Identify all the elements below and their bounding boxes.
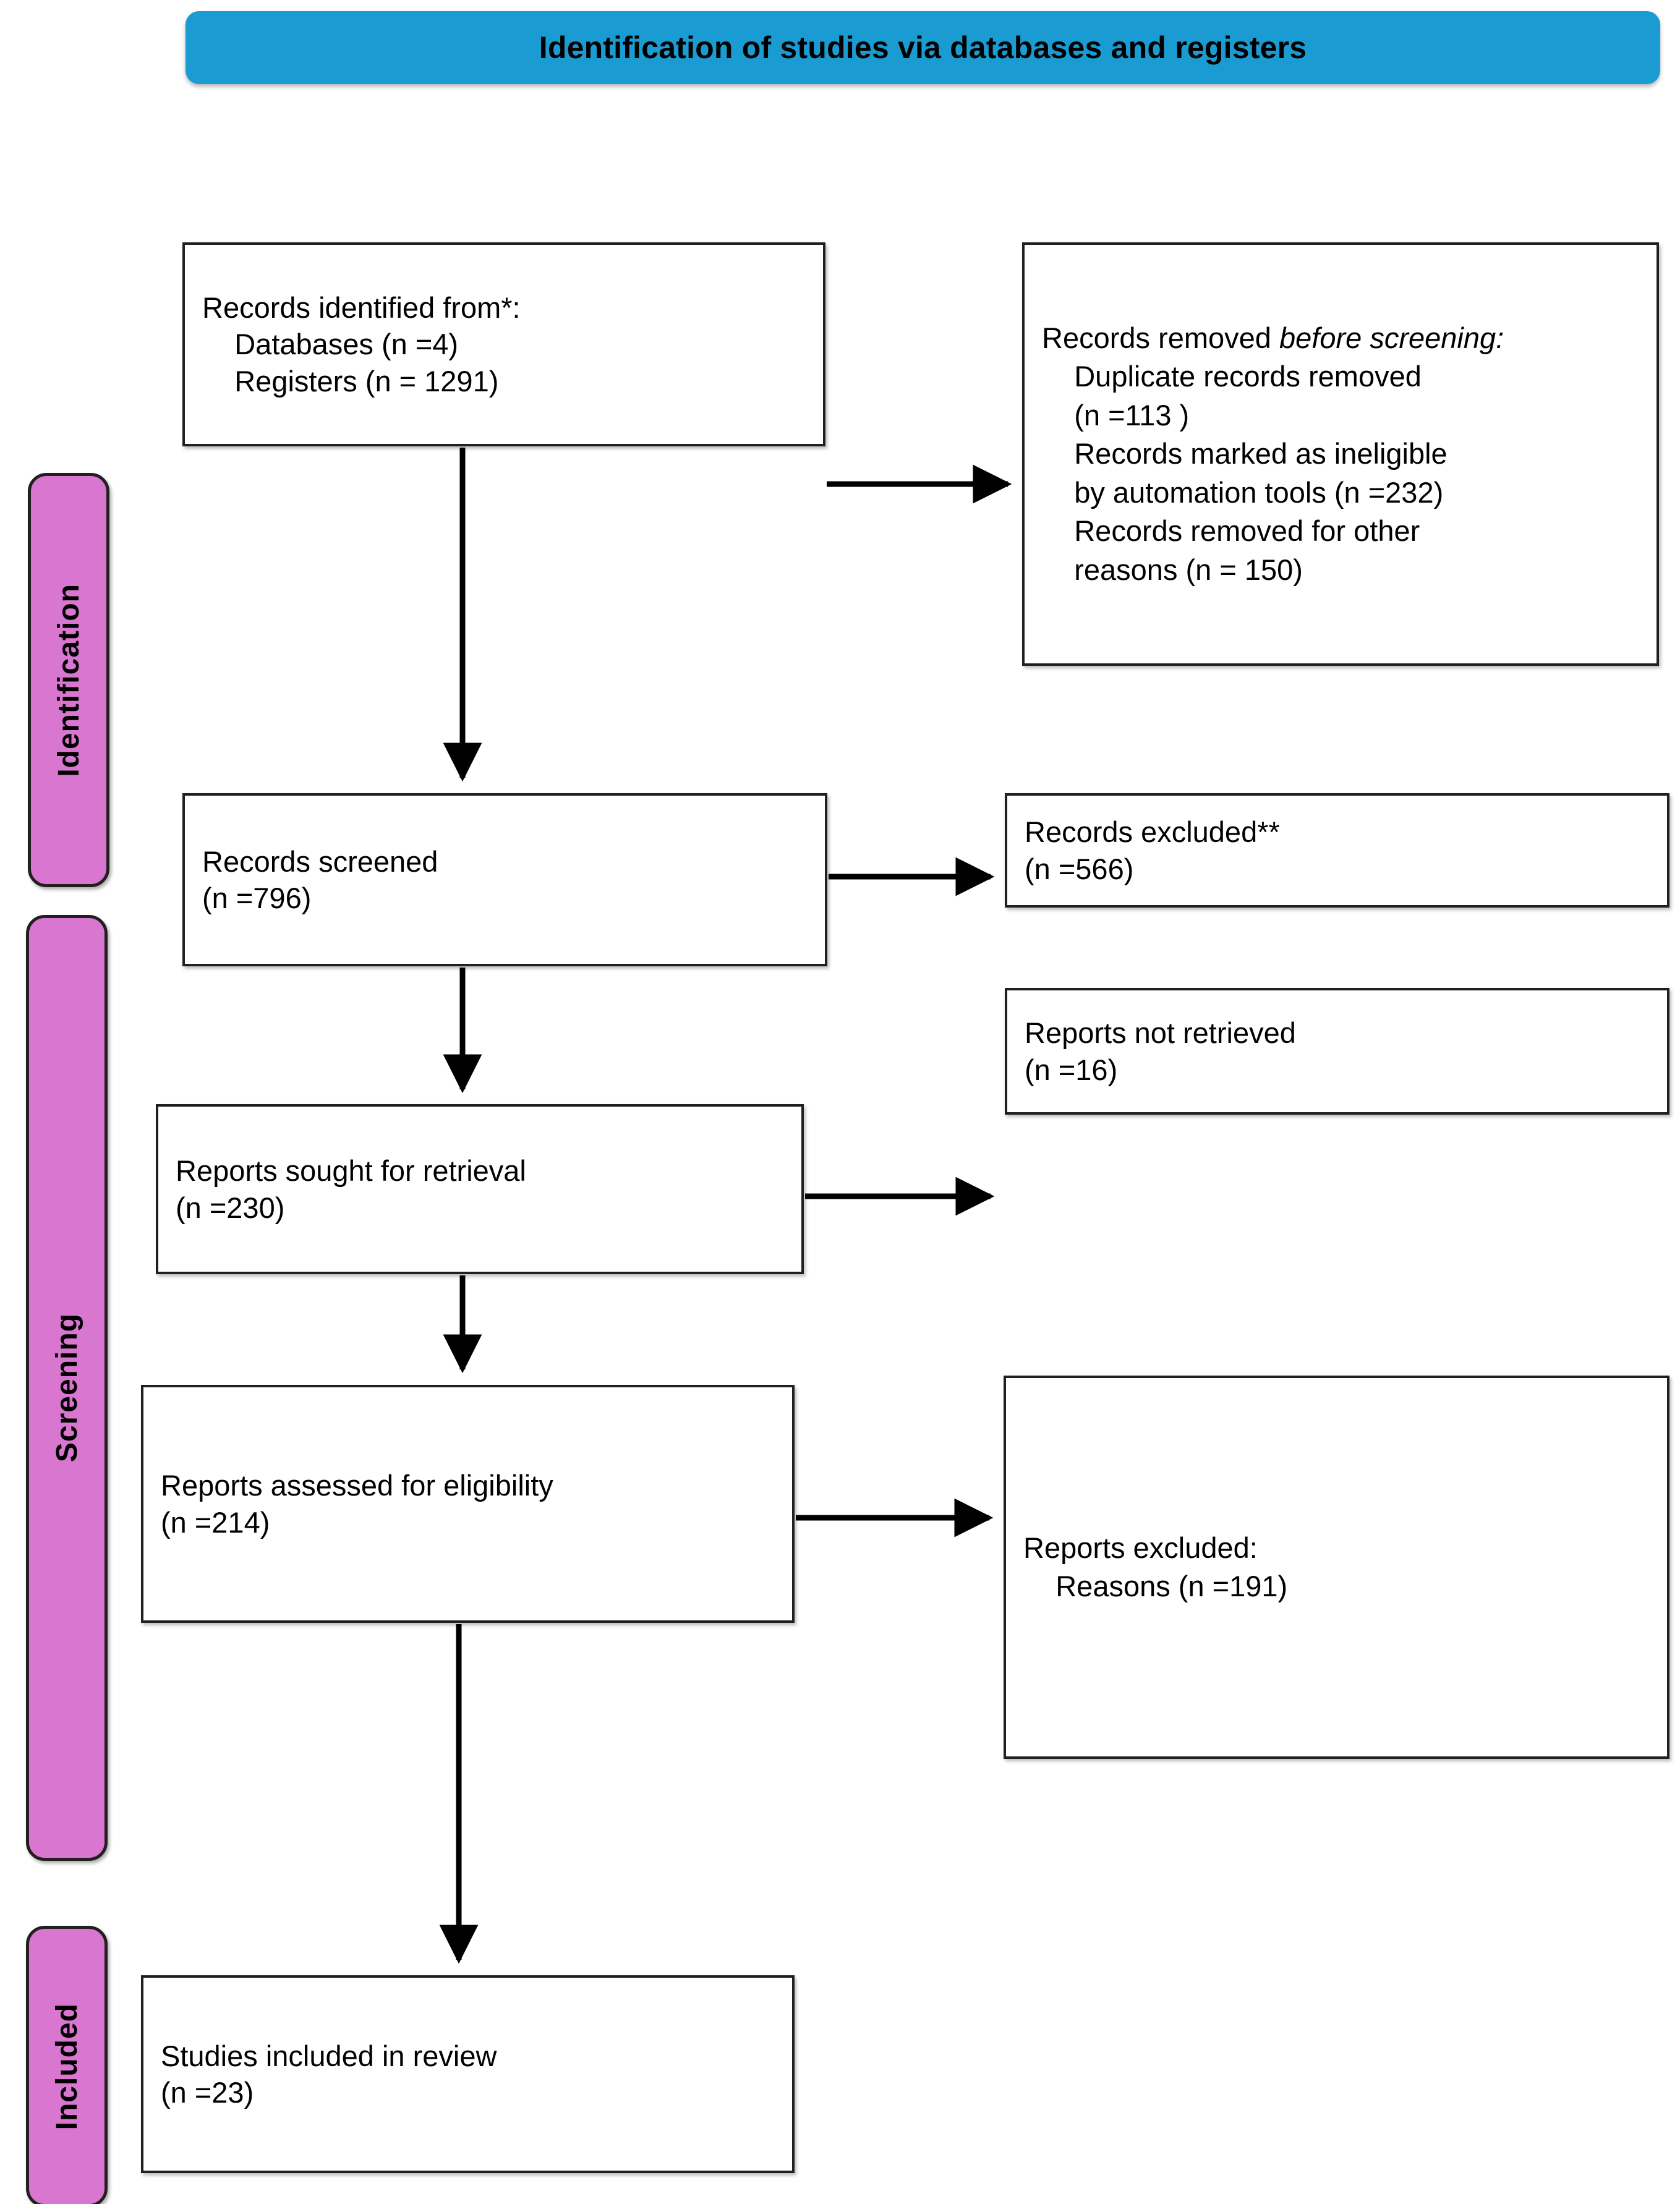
box-studies-included-text: Studies included in review (n =23): [143, 2038, 792, 2111]
box-reports-assessed-text: Reports assessed for eligibility (n =214…: [143, 1467, 792, 1540]
studies-included-line-1: Studies included in review: [161, 2039, 497, 2072]
removed-line-4: by automation tools (n =232): [1042, 475, 1444, 509]
box-records-identified-text: Records identified from*: Databases (n =…: [185, 289, 823, 399]
box-reports-excluded: Reports excluded: Reasons (n =191): [1004, 1376, 1669, 1759]
box-studies-included-in-review: Studies included in review (n =23): [141, 1975, 795, 2173]
removed-line-5: Records removed for other: [1042, 514, 1420, 548]
removed-line-3: Records marked as ineligible: [1042, 437, 1448, 470]
records-screened-line-1: Records screened: [202, 845, 438, 878]
studies-included-line-2: (n =23): [161, 2076, 254, 2109]
box-reports-not-retrieved: Reports not retrieved (n =16): [1005, 988, 1669, 1115]
records-excluded-line-2: (n =566): [1025, 852, 1134, 885]
header-banner: Identification of studies via databases …: [185, 11, 1660, 84]
reports-sought-line-2: (n =230): [176, 1191, 285, 1224]
removed-line-2: (n =113 ): [1042, 398, 1190, 432]
stage-label-included: Included: [50, 2002, 83, 2130]
removed-line-6: reasons (n = 150): [1042, 553, 1303, 586]
reports-sought-line-1: Reports sought for retrieval: [176, 1154, 526, 1188]
box-records-excluded-text: Records excluded** (n =566): [1007, 814, 1667, 887]
box-records-identified: Records identified from*: Databases (n =…: [182, 242, 825, 446]
stage-bar-included: Included: [26, 1926, 108, 2204]
reports-not-retrieved-line-2: (n =16): [1025, 1053, 1118, 1086]
header-title: Identification of studies via databases …: [539, 30, 1307, 65]
reports-assessed-line-1: Reports assessed for eligibility: [161, 1469, 553, 1502]
box-reports-sought-text: Reports sought for retrieval (n =230): [158, 1152, 801, 1225]
box-reports-assessed-for-eligibility: Reports assessed for eligibility (n =214…: [141, 1385, 795, 1623]
reports-excluded-line-2: Reasons (n =191): [1023, 1570, 1288, 1602]
box-records-screened-text: Records screened (n =796): [185, 843, 825, 916]
records-excluded-line-1: Records excluded**: [1025, 815, 1280, 849]
box-reports-excluded-text: Reports excluded: Reasons (n =191): [1006, 1529, 1667, 1606]
stage-label-screening: Screening: [50, 1313, 83, 1463]
stage-bar-identification: Identification: [28, 473, 109, 887]
reports-not-retrieved-line-1: Reports not retrieved: [1025, 1016, 1296, 1050]
records-identified-line-2: Databases (n =4): [202, 328, 459, 361]
stage-bar-screening: Screening: [26, 915, 108, 1861]
removed-lead-plain: Records removed: [1042, 321, 1279, 354]
box-records-removed-before-screening: Records removed before screening: Duplic…: [1022, 242, 1659, 666]
box-records-excluded: Records excluded** (n =566): [1005, 793, 1669, 908]
records-identified-line-1: Records identified from*:: [202, 291, 521, 325]
box-reports-sought-for-retrieval: Reports sought for retrieval (n =230): [156, 1104, 804, 1274]
reports-assessed-line-2: (n =214): [161, 1505, 270, 1539]
records-screened-line-2: (n =796): [202, 882, 312, 914]
box-reports-not-retrieved-text: Reports not retrieved (n =16): [1007, 1015, 1667, 1087]
removed-lead-italic: before screening: [1279, 321, 1496, 354]
box-records-removed-text: Records removed before screening: Duplic…: [1025, 319, 1657, 590]
records-identified-line-3: Registers (n = 1291): [202, 364, 499, 398]
removed-line-1: Duplicate records removed: [1042, 360, 1422, 393]
box-records-screened: Records screened (n =796): [182, 793, 827, 966]
stage-label-identification: Identification: [52, 583, 85, 777]
removed-lead-colon: :: [1496, 321, 1504, 354]
reports-excluded-line-1: Reports excluded:: [1023, 1531, 1258, 1564]
